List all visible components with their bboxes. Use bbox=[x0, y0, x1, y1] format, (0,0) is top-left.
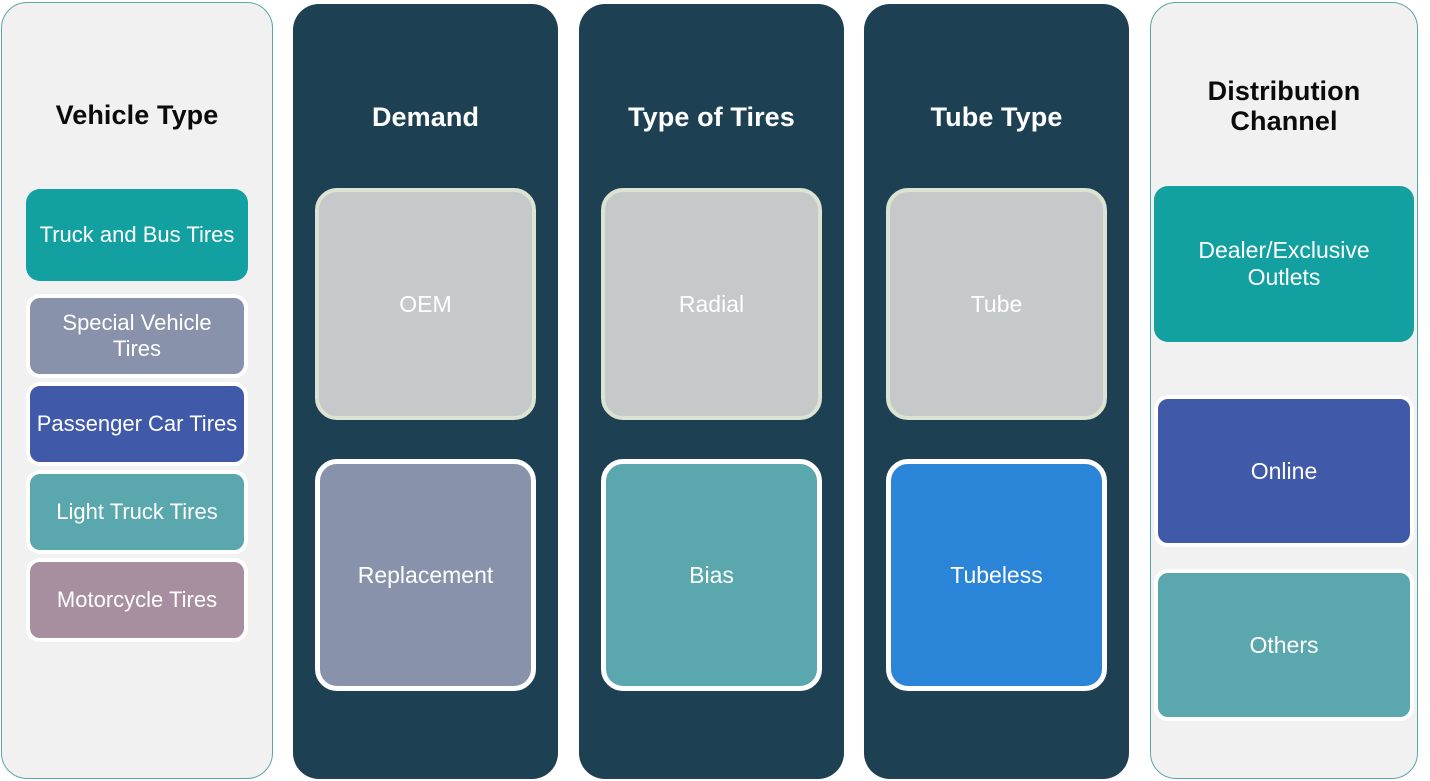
column-title-vehicle-type: Vehicle Type bbox=[55, 100, 219, 130]
chip-truck-and-bus-tires[interactable]: Truck and Bus Tires bbox=[26, 189, 248, 282]
chip-label: Dealer/Exclusive Outlets bbox=[1198, 237, 1370, 291]
chip-motorcycle-tires[interactable]: Motorcycle Tires bbox=[26, 558, 248, 643]
chip-label: Light Truck Tires bbox=[56, 499, 218, 525]
column-items-vehicle-type: Truck and Bus Tires Special Vehicle Tire… bbox=[2, 189, 272, 643]
chip-label: Tube bbox=[970, 290, 1023, 317]
chip-tube[interactable]: Tube bbox=[886, 188, 1107, 421]
column-title-demand: Demand bbox=[371, 102, 480, 132]
column-type-of-tires: Type of Tires Radial Bias bbox=[579, 4, 844, 779]
chip-label: Truck and Bus Tires bbox=[39, 222, 235, 248]
column-items-distribution-channel: Dealer/Exclusive Outlets Online Others bbox=[1151, 186, 1417, 722]
chip-radial[interactable]: Radial bbox=[601, 188, 822, 421]
column-title-tube-type: Tube Type bbox=[930, 102, 1063, 132]
column-title-type-of-tires: Type of Tires bbox=[628, 102, 795, 132]
chip-label: Tubeless bbox=[950, 561, 1043, 588]
chip-light-truck-tires[interactable]: Light Truck Tires bbox=[26, 470, 248, 555]
chip-label: Radial bbox=[678, 290, 745, 317]
chip-label: OEM bbox=[399, 290, 452, 317]
column-items-type-of-tires: Radial Bias bbox=[579, 188, 844, 692]
chip-others[interactable]: Others bbox=[1154, 569, 1414, 722]
column-distribution-channel: Distribution Channel Dealer/Exclusive Ou… bbox=[1150, 2, 1418, 779]
chip-label: Online bbox=[1250, 457, 1318, 484]
chip-online[interactable]: Online bbox=[1154, 395, 1414, 548]
column-items-demand: OEM Replacement bbox=[293, 188, 558, 692]
column-title-distribution-channel: Distribution Channel bbox=[1207, 76, 1361, 137]
column-demand: Demand OEM Replacement bbox=[293, 4, 558, 779]
chip-passenger-car-tires[interactable]: Passenger Car Tires bbox=[26, 382, 248, 467]
chip-label: Motorcycle Tires bbox=[56, 587, 218, 613]
chip-bias[interactable]: Bias bbox=[601, 459, 822, 692]
chip-label: Others bbox=[1249, 631, 1319, 658]
chip-label: Passenger Car Tires bbox=[36, 411, 238, 437]
chip-dealer-exclusive-outlets[interactable]: Dealer/Exclusive Outlets bbox=[1154, 186, 1414, 343]
chip-label: Special Vehicle Tires bbox=[62, 310, 212, 362]
chip-oem[interactable]: OEM bbox=[315, 188, 536, 421]
chip-label: Bias bbox=[689, 561, 734, 588]
chip-tubeless[interactable]: Tubeless bbox=[886, 459, 1107, 692]
column-vehicle-type: Vehicle Type Truck and Bus Tires Special… bbox=[1, 2, 273, 779]
column-items-tube-type: Tube Tubeless bbox=[864, 188, 1129, 692]
chip-replacement[interactable]: Replacement bbox=[315, 459, 536, 692]
chip-special-vehicle-tires[interactable]: Special Vehicle Tires bbox=[26, 294, 248, 379]
chip-label: Replacement bbox=[357, 561, 494, 588]
column-tube-type: Tube Type Tube Tubeless bbox=[864, 4, 1129, 779]
